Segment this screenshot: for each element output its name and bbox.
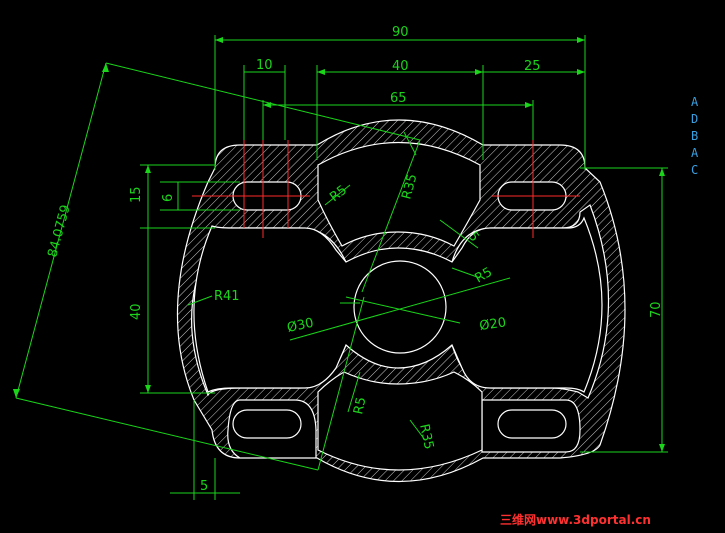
side-letter-column: A D B A C — [691, 95, 699, 177]
watermark: 三维网www.3dportal.cn — [500, 512, 651, 527]
dim-phi20: Ø20 — [478, 315, 507, 334]
dim-diagonal: 84.0759 — [45, 203, 73, 259]
dim-65: 65 — [390, 91, 407, 106]
lower-hub-pocket — [317, 371, 483, 471]
center-bore — [353, 260, 447, 354]
dim-phi30: Ø30 — [286, 316, 315, 336]
dimension-lines — [15, 35, 668, 500]
slot-bottom-right — [497, 409, 567, 439]
dim-r35-upper: R35 — [399, 172, 420, 201]
dim-6: 6 — [161, 194, 176, 202]
dim-25: 25 — [524, 59, 541, 74]
dim-r5-lower: R5 — [351, 396, 369, 416]
side-letter: D — [691, 112, 698, 126]
dim-15: 15 — [129, 186, 144, 203]
dim-5-bottom: 5 — [200, 479, 208, 494]
arrowheads — [13, 37, 665, 452]
side-letter: B — [691, 129, 698, 143]
centerlines — [192, 140, 580, 238]
side-letter: A — [691, 146, 699, 160]
dim-10: 10 — [256, 58, 273, 73]
dim-r5-right: R5 — [473, 265, 495, 287]
dim-40-top: 40 — [392, 59, 409, 74]
side-letter: C — [691, 163, 698, 177]
slot-bottom-left — [232, 409, 302, 439]
part-body — [176, 119, 626, 483]
dim-r41: R41 — [214, 289, 240, 304]
dim-40-left: 40 — [129, 303, 144, 320]
dim-90: 90 — [392, 25, 409, 40]
dim-70: 70 — [649, 301, 664, 318]
side-letter: A — [691, 95, 699, 109]
dim-r35-lower: R35 — [416, 423, 436, 451]
